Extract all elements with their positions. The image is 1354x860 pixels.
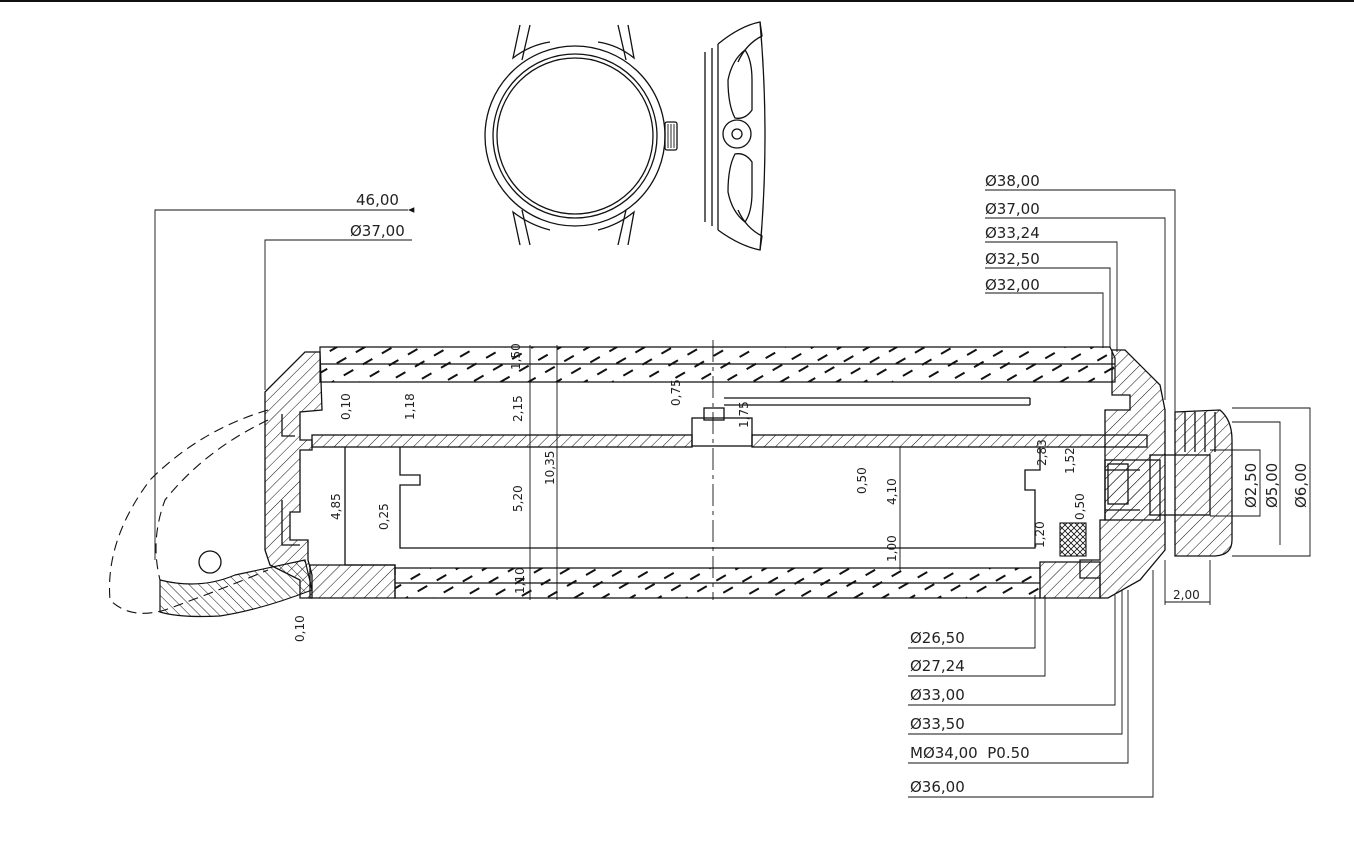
dim-v410: 4,10	[885, 478, 899, 505]
watch-front-view	[484, 24, 678, 246]
dim-bottom-1: Ø26,50	[910, 629, 965, 647]
dim-v050b: 0,50	[1073, 493, 1087, 520]
dim-v110: 1,10	[513, 567, 527, 594]
dim-v283: 2,83	[1035, 439, 1049, 466]
dim-v150: 1,50	[509, 343, 523, 370]
dim-v120: 1,20	[1033, 521, 1047, 548]
dim-overall-width: 46,00	[356, 191, 399, 209]
dim-bottom-2: Ø27,24	[910, 657, 965, 675]
dim-v152: 1,52	[1063, 447, 1077, 474]
dim-right-1: Ø38,00	[985, 172, 1040, 190]
dim-crown-dia-mid: Ø5,00	[1263, 463, 1281, 508]
dim-left-dia: Ø37,00	[350, 222, 405, 240]
dim-v025: 0,25	[377, 503, 391, 530]
dim-v1035: 10,35	[543, 451, 557, 485]
dim-v100: 1,00	[885, 535, 899, 562]
dim-v010b: 0,10	[293, 615, 307, 642]
dim-v215: 2,15	[511, 395, 525, 422]
dim-v075: 0,75	[669, 379, 683, 406]
dim-v520: 5,20	[511, 485, 525, 512]
dimension-lines	[154, 189, 1311, 798]
dim-right-4: Ø32,50	[985, 250, 1040, 268]
dim-right-5: Ø32,00	[985, 276, 1040, 294]
dim-crown-dia-small: Ø2,50	[1242, 463, 1260, 508]
dim-crown-dia-large: Ø6,00	[1292, 463, 1310, 508]
dim-right-3: Ø33,24	[985, 224, 1040, 242]
dim-v050: 0,50	[855, 467, 869, 494]
dim-bottom-3: Ø33,00	[910, 686, 965, 704]
dim-crown-length: 2,00	[1173, 588, 1200, 602]
case-cross-section	[108, 340, 1233, 618]
dim-v175: 1,75	[737, 401, 751, 428]
dim-bottom-5: MØ34,00 P0.50	[910, 744, 1030, 762]
dim-v118: 1,18	[403, 393, 417, 420]
dim-bottom-6: Ø36,00	[910, 778, 965, 796]
dim-bottom-4: Ø33,50	[910, 715, 965, 733]
watch-side-view	[704, 21, 766, 251]
dim-v010a: 0,10	[339, 393, 353, 420]
dim-right-2: Ø37,00	[985, 200, 1040, 218]
dim-v485: 4,85	[329, 493, 343, 520]
dimension-labels: 46,00 Ø37,00 Ø38,00 Ø37,00 Ø33,24 Ø32,50…	[293, 172, 1310, 796]
